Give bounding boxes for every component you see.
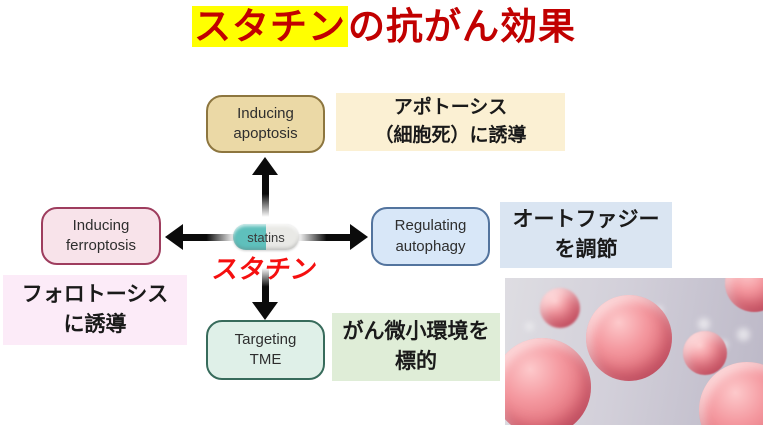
bokeh-dot <box>525 322 534 331</box>
annotation-line1: フォロトーシス <box>21 282 169 306</box>
arrow-up-head <box>252 157 278 175</box>
statins-pill: statins <box>233 224 299 250</box>
arrow-up-shaft <box>261 175 269 217</box>
statins-pill-label: statins <box>247 229 285 245</box>
cancer-cell <box>505 338 591 425</box>
node-targeting-tme: Targeting TME <box>206 320 325 380</box>
annotation-tme: がん微小環境を 標的 <box>332 313 500 381</box>
node-label-line1: Inducing <box>72 216 130 234</box>
node-label-line1: Targeting <box>234 330 297 348</box>
arrow-right-head <box>350 224 368 250</box>
bokeh-dot <box>698 318 710 330</box>
node-inducing-apoptosis: Inducing apoptosis <box>206 95 325 153</box>
cancer-cell <box>540 288 580 328</box>
node-label-line1: Regulating <box>394 217 467 235</box>
annotation-ferroptosis: フォロトーシス に誘導 <box>3 275 187 345</box>
arrow-down-icon <box>252 268 278 320</box>
annotation-line2: 標的 <box>395 350 437 373</box>
arrow-down-shaft <box>261 268 269 302</box>
node-inducing-ferroptosis: Inducing ferroptosis <box>41 207 161 265</box>
node-label-line2: autophagy <box>395 237 466 255</box>
node-label-line1: Inducing <box>237 104 294 122</box>
node-label-line2: TME <box>249 351 282 368</box>
bokeh-dot <box>737 328 750 341</box>
arrow-left-shaft <box>183 233 235 241</box>
title-highlight: スタチン <box>192 6 348 47</box>
annotation-apoptosis: アポトーシス （細胞死）に誘導 <box>336 93 565 151</box>
cancer-cell <box>683 331 727 375</box>
cancer-cells-image <box>505 278 763 425</box>
arrow-left-head <box>165 224 183 250</box>
arrow-right-shaft <box>298 233 350 241</box>
annotation-line1: がん微小環境を <box>342 319 490 343</box>
annotation-line2: を調節 <box>554 238 618 261</box>
annotation-line1: アポトーシス <box>393 97 508 119</box>
node-label-line2: ferroptosis <box>65 237 137 254</box>
node-regulating-autophagy: Regulating autophagy <box>371 207 490 266</box>
annotation-line2: に誘導 <box>63 313 127 336</box>
arrow-down-head <box>252 302 278 320</box>
page-title: スタチンの抗がん効果 <box>0 4 768 50</box>
node-label-line2: apoptosis <box>233 125 298 142</box>
arrow-right-icon <box>298 224 368 250</box>
cancer-cell <box>586 295 672 381</box>
annotation-line1: オートファジー <box>512 207 660 231</box>
arrow-up-icon <box>252 157 278 217</box>
title-rest: の抗がん効果 <box>348 6 576 47</box>
annotation-autophagy: オートファジー を調節 <box>500 202 672 268</box>
arrow-left-icon <box>165 224 235 250</box>
annotation-line2: （細胞死）に誘導 <box>374 125 527 146</box>
cancer-cell <box>725 278 763 312</box>
